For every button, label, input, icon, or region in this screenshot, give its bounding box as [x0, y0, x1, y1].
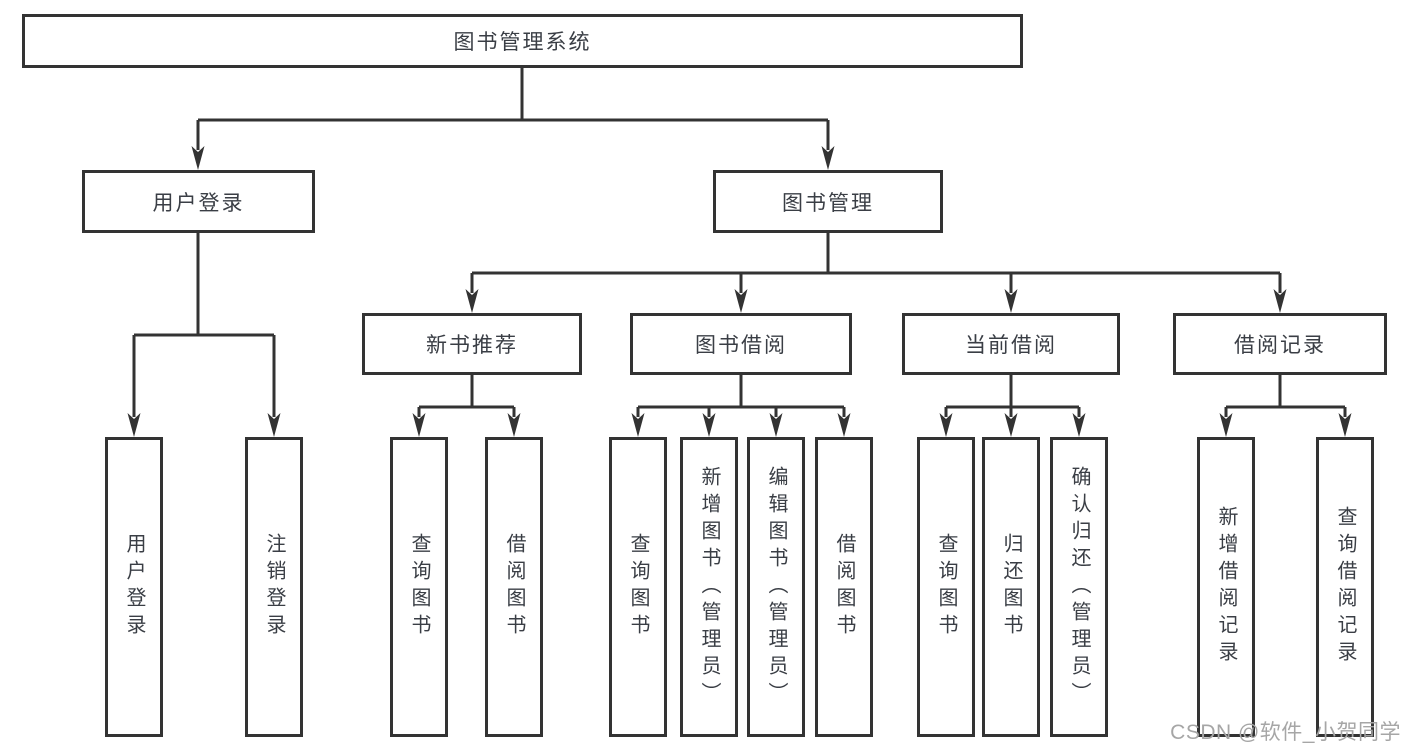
node-borrowing-records: 借阅记录 [1173, 313, 1387, 375]
leaf-borrow-books-borrowing: 借阅图书 [815, 437, 873, 737]
node-book-management: 图书管理 [713, 170, 943, 233]
leaf-add-borrow-record: 新增借阅记录 [1197, 437, 1255, 737]
leaf-borrow-books-recommend: 借阅图书 [485, 437, 543, 737]
leaf-add-book-admin: 新增图书（管理员） [680, 437, 738, 737]
leaf-logout: 注销登录 [245, 437, 303, 737]
watermark-text: CSDN @软件_小贺同学 [1170, 721, 1401, 744]
leaf-query-borrow-record: 查询借阅记录 [1316, 437, 1374, 737]
node-book-borrowing: 图书借阅 [630, 313, 852, 375]
leaf-edit-book-admin: 编辑图书（管理员） [747, 437, 805, 737]
node-current-borrowing: 当前借阅 [902, 313, 1120, 375]
node-user-login: 用户登录 [82, 170, 315, 233]
arrowheads [127, 146, 1352, 437]
leaf-user-login: 用户登录 [105, 437, 163, 737]
leaf-query-books-current: 查询图书 [917, 437, 975, 737]
leaf-query-books-recommend: 查询图书 [390, 437, 448, 737]
leaf-query-books-borrowing: 查询图书 [609, 437, 667, 737]
leaf-confirm-return-admin: 确认归还（管理员） [1050, 437, 1108, 737]
leaf-return-books: 归还图书 [982, 437, 1040, 737]
node-new-book-recommend: 新书推荐 [362, 313, 582, 375]
node-library-management-system: 图书管理系统 [22, 14, 1023, 68]
